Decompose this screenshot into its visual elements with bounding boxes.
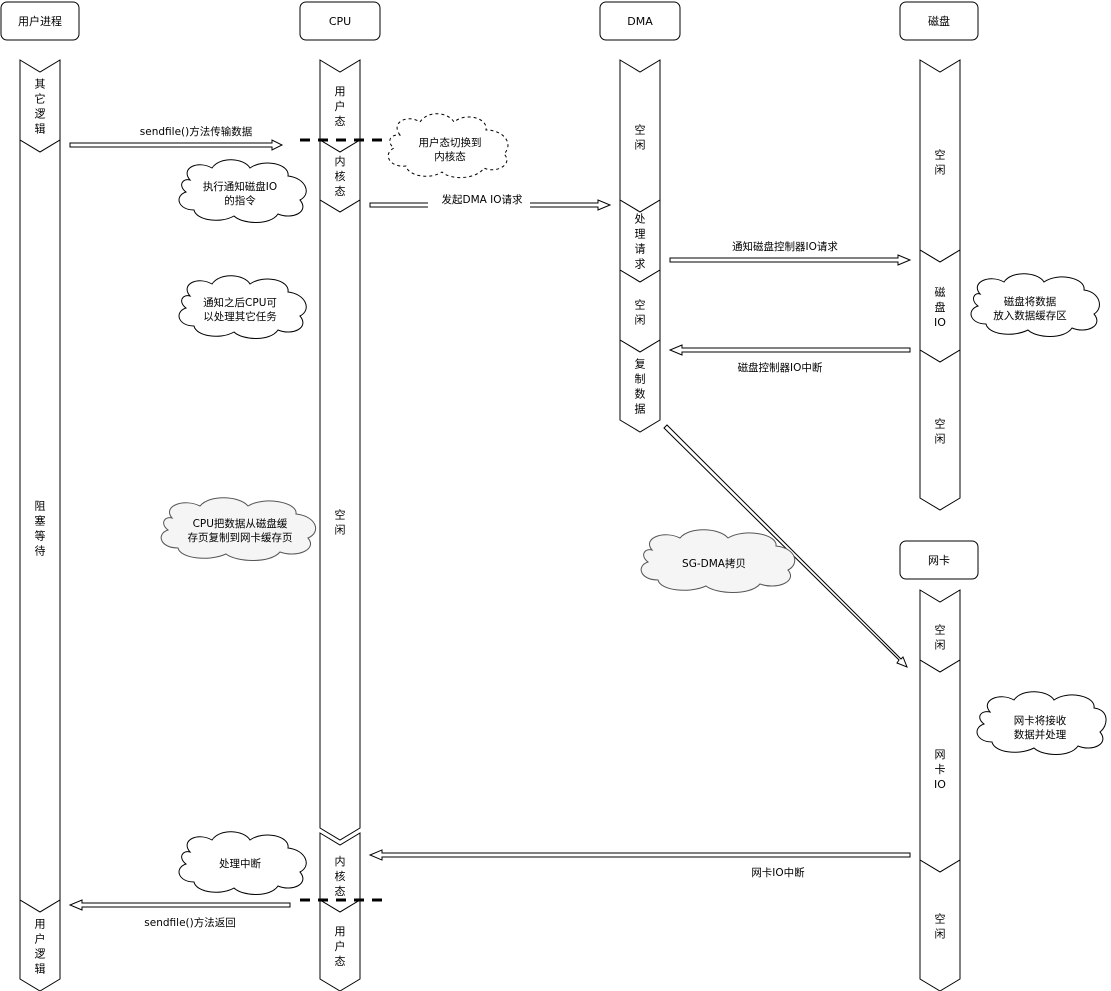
svg-text:网卡将接收数据并处理: 网卡将接收数据并处理 [1014, 714, 1067, 741]
label-dma-idle-1: 空闲 [635, 123, 646, 152]
cloud-handle-interrupt: 处理中断 [178, 831, 307, 895]
header-cpu: CPU [299, 1, 381, 41]
cloud-switch-kernel: 用户态切换到内核态 [387, 113, 509, 178]
cloud-nic-receive: 网卡将接收数据并处理 [976, 691, 1107, 755]
arrow-label-start-dma: 发起DMA IO请求 [441, 193, 523, 206]
label-user-logic: 用户逻辑 [35, 918, 46, 976]
segment-nic-idle-2 [919, 859, 961, 991]
cloud-sg-dma: SG-DMA拷贝 [640, 529, 796, 593]
arrow-nic-interrupt [368, 849, 911, 861]
arrow-disk-interrupt [668, 344, 911, 356]
arrow-notify-disk [669, 254, 912, 266]
label-dma-idle-2: 空闲 [635, 298, 646, 327]
svg-text:SG-DMA拷贝: SG-DMA拷贝 [682, 557, 746, 570]
label-cpu-user-mode-2: 用户态 [335, 925, 346, 968]
label-nic-idle-2: 空闲 [935, 912, 946, 941]
label-cpu-idle: 空闲 [335, 508, 346, 537]
svg-text:DMA: DMA [627, 15, 653, 28]
svg-text:磁盘: 磁盘 [928, 14, 950, 28]
segment-cpu-idle [319, 199, 361, 841]
cloud-disk-store: 磁盘将数据放入数据缓存区 [970, 273, 1100, 337]
svg-text:CPU把数据从磁盘缓存页复制到网卡缓存页: CPU把数据从磁盘缓存页复制到网卡缓存页 [188, 517, 293, 544]
svg-text:处理中断: 处理中断 [219, 857, 261, 870]
label-user-block-wait: 阻塞等待 [35, 500, 46, 558]
label-dma-process-request: 处理请求 [635, 213, 646, 271]
cloud-cpu-other-tasks: 通知之后CPU可以处理其它任务 [178, 275, 307, 339]
label-cpu-kernel-mode-1: 内核态 [335, 154, 346, 198]
svg-text:磁盘将数据放入数据缓存区: 磁盘将数据放入数据缓存区 [993, 295, 1067, 322]
svg-text:网卡: 网卡 [928, 554, 950, 567]
segment-cpu-user-mode-2 [319, 899, 361, 991]
label-disk-idle-1: 空闲 [935, 148, 946, 177]
label-cpu-user-mode-1: 用户态 [335, 85, 346, 128]
segment-user-logic [19, 899, 61, 991]
segment-dma-copy-data [619, 339, 661, 433]
header-disk: 磁盘 [899, 1, 979, 41]
arrow-sg-dma-copy [663, 424, 908, 668]
svg-text:用户态切换到内核态: 用户态切换到内核态 [419, 136, 482, 163]
arrow-sendfile-return [68, 899, 291, 911]
label-cpu-kernel-mode-2: 内核态 [335, 854, 346, 898]
arrow-label-disk-interrupt: 磁盘控制器IO中断 [738, 361, 823, 374]
header-dma: DMA [599, 1, 681, 41]
label-dma-copy-data: 复制数据 [635, 357, 646, 416]
segment-user-other-logic [19, 59, 61, 153]
arrow-label-notify-disk: 通知磁盘控制器IO请求 [732, 240, 838, 253]
arrow-label-sendfile-call: sendfile()方法传输数据 [140, 125, 253, 138]
label-user-other-logic: 其它逻辑 [35, 78, 46, 136]
segment-disk-idle-2 [919, 349, 961, 511]
header-user-process: 用户进程 [0, 1, 80, 41]
svg-text:通知之后CPU可以处理其它任务: 通知之后CPU可以处理其它任务 [203, 296, 277, 323]
label-nic-idle-1: 空闲 [935, 623, 946, 652]
arrow-label-nic-interrupt: 网卡IO中断 [751, 866, 805, 879]
arrow-label-sendfile-return: sendfile()方法返回 [144, 916, 235, 929]
label-disk-idle-2: 空闲 [935, 417, 946, 446]
arrow-sendfile-call [69, 139, 284, 151]
cloud-cpu-copy: CPU把数据从磁盘缓存页复制到网卡缓存页 [160, 497, 317, 561]
svg-text:CPU: CPU [329, 15, 351, 28]
svg-text:用户进程: 用户进程 [18, 14, 62, 28]
header-nic: 网卡 [899, 540, 979, 580]
